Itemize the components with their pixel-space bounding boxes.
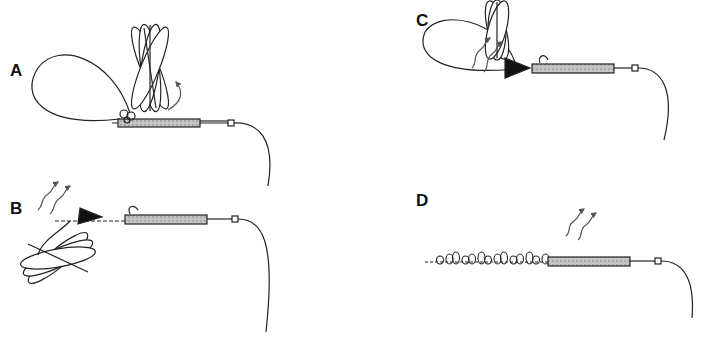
coil-loop	[462, 256, 469, 264]
coil-loop	[446, 254, 453, 264]
coil-loop	[517, 254, 524, 264]
coil-loop	[437, 256, 444, 264]
coil-windings	[437, 252, 550, 264]
coil-loop	[526, 252, 533, 264]
coil-loop	[494, 254, 501, 264]
coil-loop	[501, 252, 508, 264]
panel-b	[19, 182, 269, 332]
coil-loop	[453, 252, 460, 264]
panel-letter: D	[416, 192, 428, 209]
coil-loop	[469, 254, 476, 264]
panel-letter: C	[416, 12, 428, 29]
coil-loop	[533, 256, 540, 264]
panel-c	[423, 0, 668, 140]
panel-letter: A	[10, 62, 22, 79]
panel-a	[32, 23, 270, 186]
panel-letter: B	[10, 200, 22, 217]
coil-loop	[510, 256, 517, 264]
panel-d	[425, 209, 692, 318]
coil-loop	[485, 256, 492, 264]
coil-loop	[478, 252, 485, 264]
